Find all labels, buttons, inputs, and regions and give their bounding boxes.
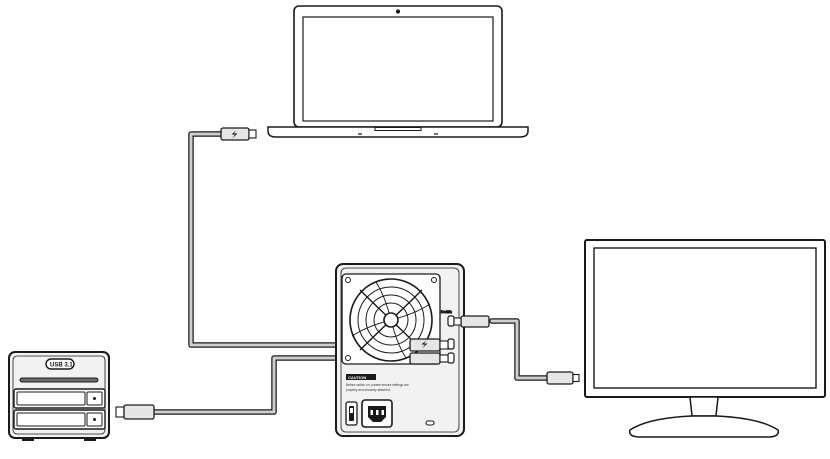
- usb-connector-dock: [115, 404, 155, 420]
- thunderbolt-connector-laptop: [220, 127, 257, 141]
- caution-title: CAUTION: [348, 375, 366, 380]
- port-label: Dock/In: [441, 310, 452, 314]
- port-dock-in: [447, 315, 455, 327]
- dock-led-bar: [19, 377, 99, 383]
- laptop-trackpad-notch: [374, 127, 422, 131]
- laptop-base: [267, 126, 529, 138]
- laptop-screen: [302, 16, 494, 122]
- display-connector-monitor: [546, 371, 580, 385]
- display-plug-enclosure: [460, 315, 490, 328]
- caution-text-1: Before switch on, please ensure settings…: [346, 383, 409, 387]
- laptop-camera: [395, 9, 401, 14]
- monitor-stand: [628, 415, 780, 438]
- monitor-neck: [689, 396, 719, 417]
- thunderbolt-icon: [231, 130, 238, 139]
- caution-text-2: properly and securely attached.: [346, 388, 391, 392]
- port-thunderbolt-2: [447, 352, 455, 364]
- dock-badge: [45, 358, 75, 370]
- laptop: [267, 5, 529, 138]
- display-cable-monitor: [489, 318, 551, 381]
- security-slot: [425, 420, 435, 426]
- usb-dock: USB 3.1: [8, 351, 110, 441]
- thunderbolt-cable-laptop: [188, 131, 415, 348]
- usb-plug-enclosure: [409, 352, 441, 365]
- raid-enclosure: Dock/In CAUTION Before switch on, please…: [335, 263, 465, 437]
- cables: [152, 131, 551, 415]
- monitor-screen: [593, 247, 817, 389]
- monitor: [584, 239, 826, 438]
- thunderbolt-icon: [421, 340, 428, 349]
- dock-badge-label: USB 3.1: [50, 363, 73, 369]
- port-thunderbolt-1: [447, 338, 455, 350]
- cable-plugs-enclosure: [409, 315, 490, 365]
